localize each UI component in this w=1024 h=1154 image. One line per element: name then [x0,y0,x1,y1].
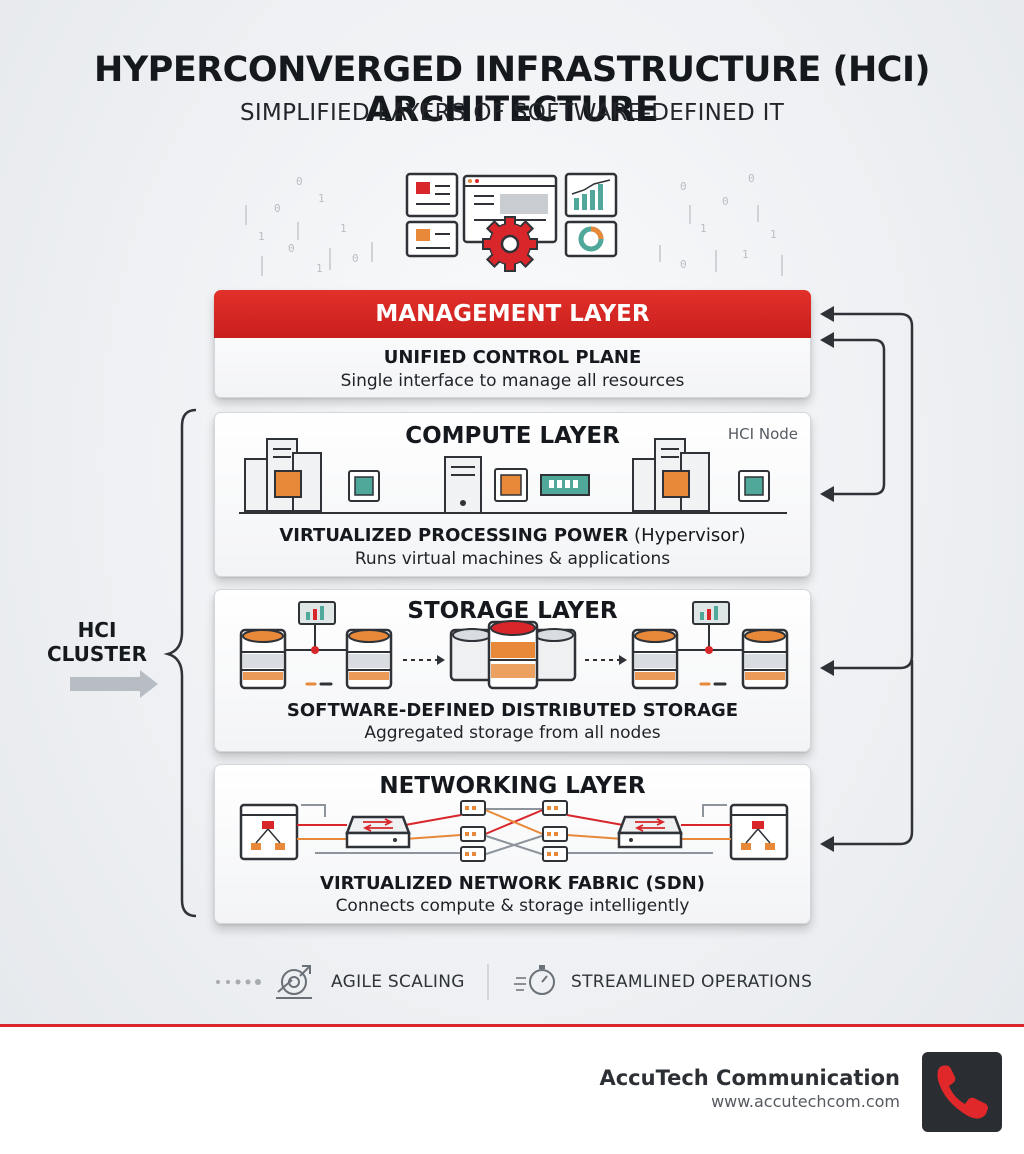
svg-text:0: 0 [722,195,729,208]
networking-layer-description: Connects compute & storage intelligently [335,896,690,916]
svg-text:1: 1 [742,248,749,261]
svg-text:0: 0 [680,180,687,193]
svg-text:0: 0 [680,258,687,271]
storage-layer-description: Aggregated storage from all nodes [364,723,661,743]
cluster-label-line2: CLUSTER [46,642,148,666]
server-rack-icon [244,438,322,512]
database-icon [239,628,287,690]
hci-node-tag: HCI Node [727,425,798,443]
right-flow-arrows [820,306,914,852]
svg-text:1: 1 [700,222,707,235]
svg-text:0: 0 [288,242,295,255]
svg-text:0: 0 [748,172,755,185]
compute-layer-heading: VIRTUALIZED PROCESSING POWER (Hypervisor… [215,525,810,546]
cluster-label-line1: HCI [77,618,117,642]
database-icon [741,628,789,690]
network-switch-icon [617,815,683,849]
storage-layer-heading: SOFTWARE-DEFINED DISTRIBUTED STORAGE [286,700,739,721]
subtitle: SIMPLIFIED LAYERS OF SOFTWARE-DEFINED IT [239,100,785,126]
binary-decoration: 0 1 0 1 0 1 0 1 0 0 1 1 0 1 0 [245,172,783,276]
compute-heading-main: VIRTUALIZED PROCESSING POWER [279,525,629,546]
cpu-chip-icon [738,470,770,502]
compute-illustration [239,438,787,514]
networking-layer-card: NETWORKING LAYER [214,764,811,924]
svg-text:1: 1 [770,228,777,241]
management-layer-card: MANAGEMENT LAYER UNIFIED CONTROL PLANE S… [214,290,811,398]
dashboard-icon [405,172,618,272]
storage-illustration [239,601,789,690]
company-name: AccuTech Communication [599,1066,900,1090]
server-rack-icon [632,438,710,512]
network-topology-icon [729,803,789,861]
compute-layer-description: Runs virtual machines & applications [354,549,671,569]
management-layer-title: MANAGEMENT LAYER [214,290,811,338]
feature-row-icons [216,964,555,1000]
storage-layer-card: STORAGE LAYER [214,589,811,752]
storage-layer-title: STORAGE LAYER [407,598,618,624]
compute-heading-suffix: (Hypervisor) [628,525,746,546]
network-switch-icon [345,815,411,849]
cluster-bracket [70,408,197,918]
feature-agile-scaling: AGILE SCALING [331,972,465,992]
stopwatch-icon [514,965,555,995]
management-layer-description: Single interface to manage all resources [340,371,685,391]
network-topology-icon [239,803,299,861]
feature-streamlined-operations: STREAMLINED OPERATIONS [571,972,813,992]
compute-layer-title: COMPUTE LAYER [405,423,620,449]
phone-icon [937,1065,988,1119]
management-layer-heading: UNIFIED CONTROL PLANE [383,347,642,368]
svg-text:1: 1 [258,230,265,243]
ram-module-icon [540,474,590,496]
cpu-chip-icon [494,468,528,502]
scaling-gear-icon [276,965,312,999]
cpu-chip-icon [348,470,380,502]
svg-text:0: 0 [274,202,281,215]
svg-text:1: 1 [316,262,323,275]
database-icon [345,628,393,690]
footer [0,1024,1024,1154]
database-icon [631,628,679,690]
company-logo [922,1052,1002,1132]
central-storage-icon [449,620,577,690]
main-title: HYPERCONVERGED INFRASTRUCTURE (HCI) ARCH… [94,50,930,130]
networking-layer-title: NETWORKING LAYER [379,773,646,799]
svg-text:1: 1 [318,192,325,205]
tower-server-icon [444,456,482,514]
network-illustration [239,800,789,862]
compute-layer-card: COMPUTE LAYER HCI Node [214,412,811,577]
svg-text:0: 0 [352,252,359,265]
networking-layer-heading: VIRTUALIZED NETWORK FABRIC (SDN) [320,873,705,894]
svg-text:0: 0 [296,175,303,188]
hci-cluster-label: HCI CLUSTER [44,618,150,666]
company-url: www.accutechcom.com [711,1092,900,1111]
svg-text:1: 1 [340,222,347,235]
